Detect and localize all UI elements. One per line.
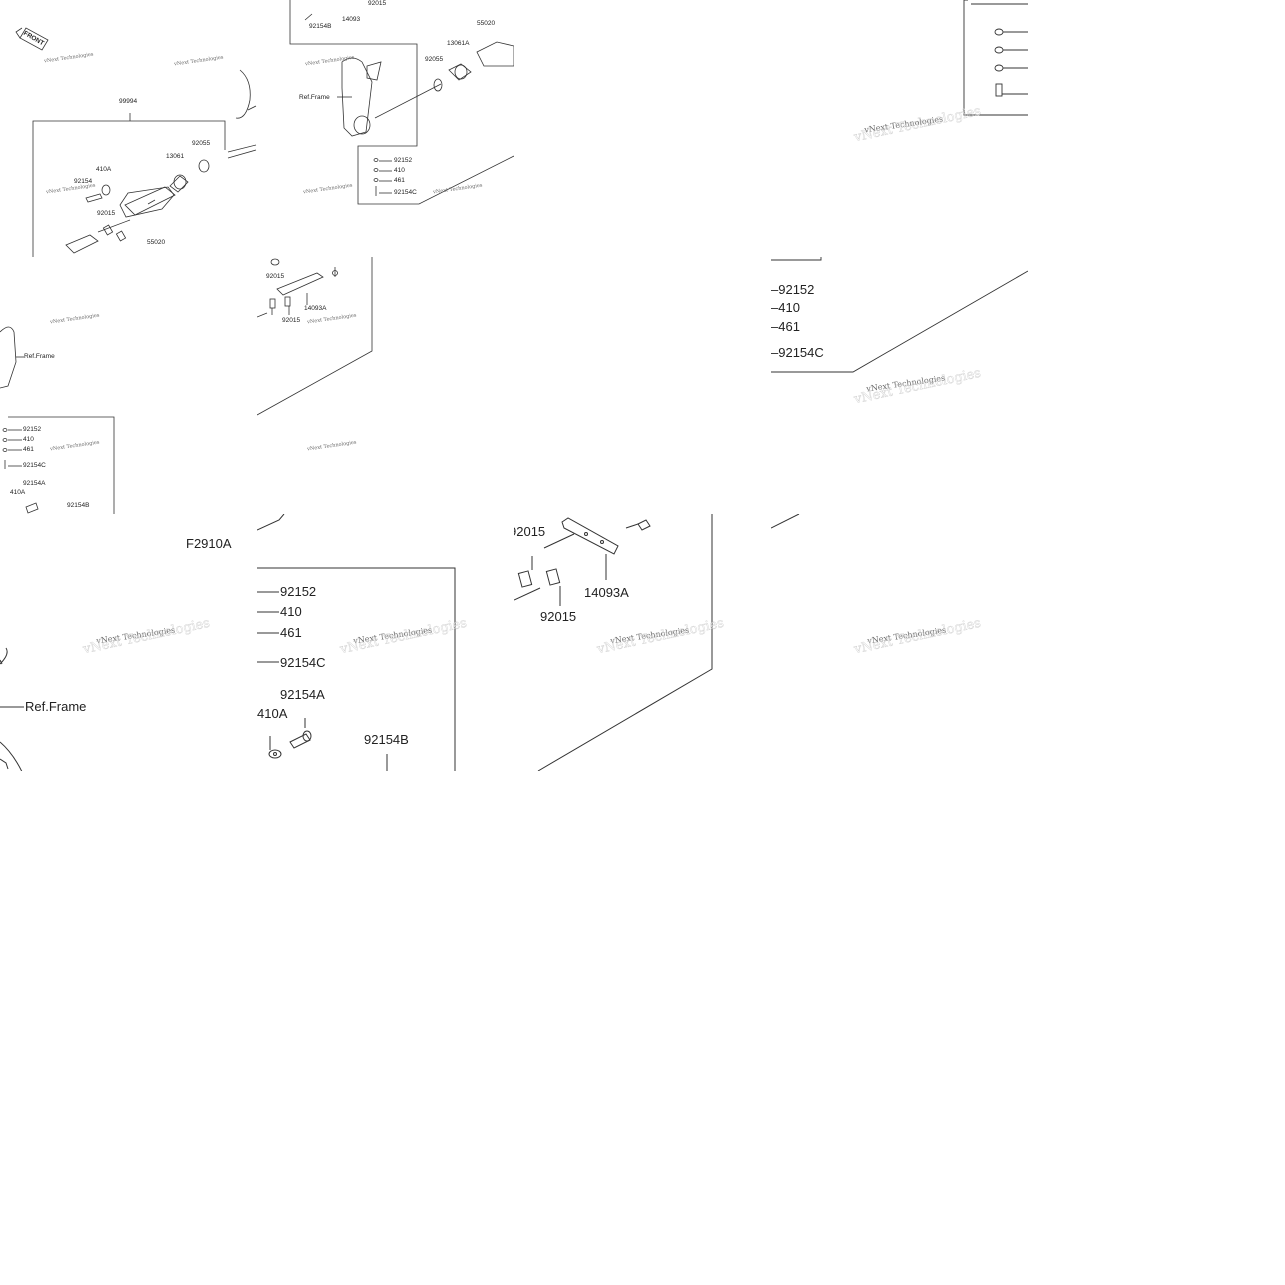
- frame-edge-drawing: [771, 514, 800, 529]
- label-92152: –92152: [771, 282, 815, 297]
- label-92152: 92152: [23, 426, 42, 433]
- diagram-tile-top-right: vNext Technologies vNext Technologies: [771, 0, 1028, 257]
- label-92154B: 92154B: [364, 732, 409, 747]
- assembly-drawing-center: [289, 0, 514, 205]
- label-92154C: 92154C: [280, 655, 326, 670]
- label-461: 461: [394, 177, 405, 184]
- label-410: –410: [771, 300, 800, 315]
- label-ref-frame: Ref.Frame: [24, 353, 55, 360]
- label-92154: 92154: [74, 178, 93, 185]
- label-92015: 92015: [514, 524, 546, 539]
- label-461: 461: [280, 625, 302, 640]
- label-ref-frame: Ref.Frame: [25, 699, 87, 714]
- label-410: 410: [23, 436, 34, 443]
- diagram-tile-bottom-center: 92152 410 461 92154C 92154A 410A 92154B …: [257, 514, 514, 771]
- label-92152: 92152: [280, 584, 317, 599]
- diagram-tile-mid-left: Ref.Frame 92152 410 461 92154C 92154A 41…: [0, 257, 257, 514]
- label-13061: 13061: [166, 153, 185, 160]
- label-92015: 92015: [266, 273, 285, 280]
- label-410A: 410A: [257, 706, 288, 721]
- diagram-tile-bottom-right: 92015 14093A 92015 vNext Technologies vN…: [514, 514, 771, 771]
- label-92154A: 92154A: [280, 687, 325, 702]
- label-14093A: 14093A: [304, 305, 327, 312]
- label-92055: 92055: [192, 140, 211, 147]
- diagram-tile-mid-center: 92015 14093A 92015 vNext Technologies vN…: [257, 257, 514, 514]
- label-14093: 14093: [342, 16, 361, 23]
- frame-zoom-drawing: [0, 647, 24, 771]
- label-410A: 410A: [10, 489, 26, 496]
- label-92154C: –92154C: [771, 345, 824, 360]
- label-ref-frame: Ref.Frame: [299, 94, 330, 101]
- label-461: –461: [771, 319, 800, 334]
- diagram-tile-bottom-far-right: vNext Technologies vNext Technologies: [771, 514, 1028, 771]
- diagram-tile-bottom-left: F2910A Ref.Frame vNext Technologies vNex…: [0, 514, 257, 771]
- fastener-zoom-drawing: [257, 514, 456, 771]
- label-92154B: 92154B: [309, 23, 332, 30]
- figure-code: F2910A: [186, 536, 232, 551]
- footrest-mount-drawing: [0, 326, 115, 514]
- label-92154C: 92154C: [23, 462, 46, 469]
- label-92015: 92015: [540, 609, 577, 624]
- label-55020: 55020: [147, 239, 166, 246]
- bracket-zoom-drawing: [514, 514, 713, 771]
- label-410: 410: [280, 604, 302, 619]
- bracket-drawing: [257, 257, 373, 416]
- label-92154A: 92154A: [23, 480, 46, 487]
- diagram-tile-overview-left: FRONT 99994 410A 92154 13061 92055 92015…: [0, 0, 257, 257]
- label-92015: 92015: [282, 317, 301, 324]
- label-461: 461: [23, 446, 34, 453]
- diagram-tile-mid-right: –92152 –410 –461 –92154C vNext Technolog…: [771, 257, 1028, 514]
- fastener-stack-drawing: [963, 0, 1028, 116]
- assembly-drawing-left: [15, 27, 257, 257]
- label-92015: 92015: [368, 0, 387, 7]
- label-13061A: 13061A: [447, 40, 470, 47]
- label-14093A: 14093A: [584, 585, 629, 600]
- label-55020: 55020: [477, 20, 496, 27]
- label-92154B: 92154B: [67, 502, 90, 509]
- label-99994: 99994: [119, 98, 138, 105]
- label-410: 410: [394, 167, 405, 174]
- diagram-tile-overview-center: 92154B 14093 92015 13061A 55020 92055 Re…: [257, 0, 514, 257]
- label-92154C: 92154C: [394, 189, 417, 196]
- label-92152: 92152: [394, 157, 413, 164]
- label-92055: 92055: [425, 56, 444, 63]
- label-410A: 410A: [96, 166, 112, 173]
- callout-drawing: [771, 257, 1028, 373]
- label-92015: 92015: [97, 210, 116, 217]
